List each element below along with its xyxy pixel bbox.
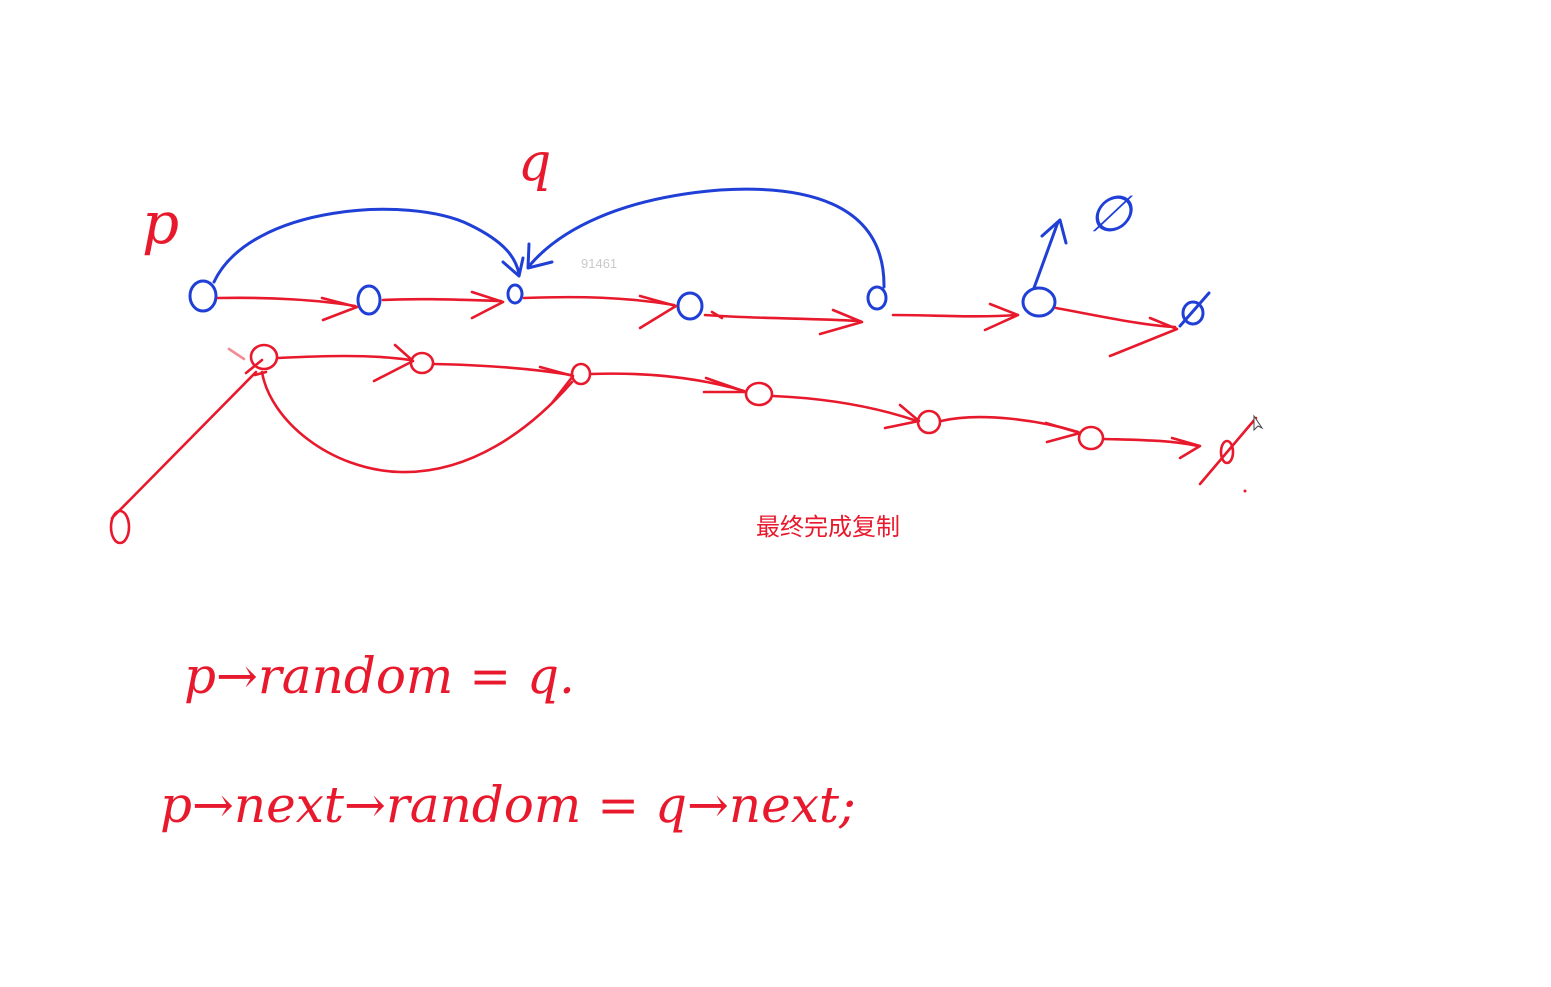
label-null-top: ∅ xyxy=(1088,185,1134,243)
original-row-next-arrows xyxy=(216,290,1179,361)
copy-node-3 xyxy=(570,362,592,386)
label-q: q xyxy=(518,133,551,193)
original-node-end xyxy=(1181,300,1205,326)
copy-node-5 xyxy=(916,409,942,435)
random-arrowhead-node5 xyxy=(526,242,554,270)
random-pointer-node6-to-null xyxy=(1032,220,1060,290)
random-pointer-node1-to-node3 xyxy=(212,207,521,284)
code-line-1: p→random = q. xyxy=(184,647,575,705)
random-arrowhead-node6 xyxy=(1040,218,1068,245)
labels: p q ∅ xyxy=(142,133,1134,257)
caption: 最终完成复制 xyxy=(756,513,900,541)
copy-head-pointer xyxy=(110,370,258,520)
original-end-slash xyxy=(1178,291,1211,328)
watermark: 91461 xyxy=(581,256,617,271)
original-node-4 xyxy=(676,291,704,321)
original-node-2 xyxy=(356,284,382,316)
copy-random-node1-to-node3 xyxy=(260,370,574,474)
original-node-6 xyxy=(1021,286,1057,318)
cursor-icon xyxy=(1253,414,1264,432)
code-notes: p→random = q. p→next→random = q→next; xyxy=(160,647,856,834)
original-node-1 xyxy=(188,279,218,313)
random-pointer-node5-to-node3 xyxy=(528,187,886,289)
copy-node-1 xyxy=(249,343,279,371)
copy-node-2 xyxy=(409,351,435,375)
original-node-3 xyxy=(506,283,524,305)
code-line-2: p→next→random = q→next; xyxy=(160,776,856,834)
label-p: p xyxy=(142,189,179,257)
copy-end-null xyxy=(1219,439,1235,465)
copy-node-6 xyxy=(1077,425,1105,451)
copied-list xyxy=(109,343,1258,545)
original-node-5 xyxy=(866,285,888,311)
copy-node-4 xyxy=(744,381,774,407)
random-arrowhead-node1 xyxy=(501,256,525,278)
original-list xyxy=(188,187,1211,328)
